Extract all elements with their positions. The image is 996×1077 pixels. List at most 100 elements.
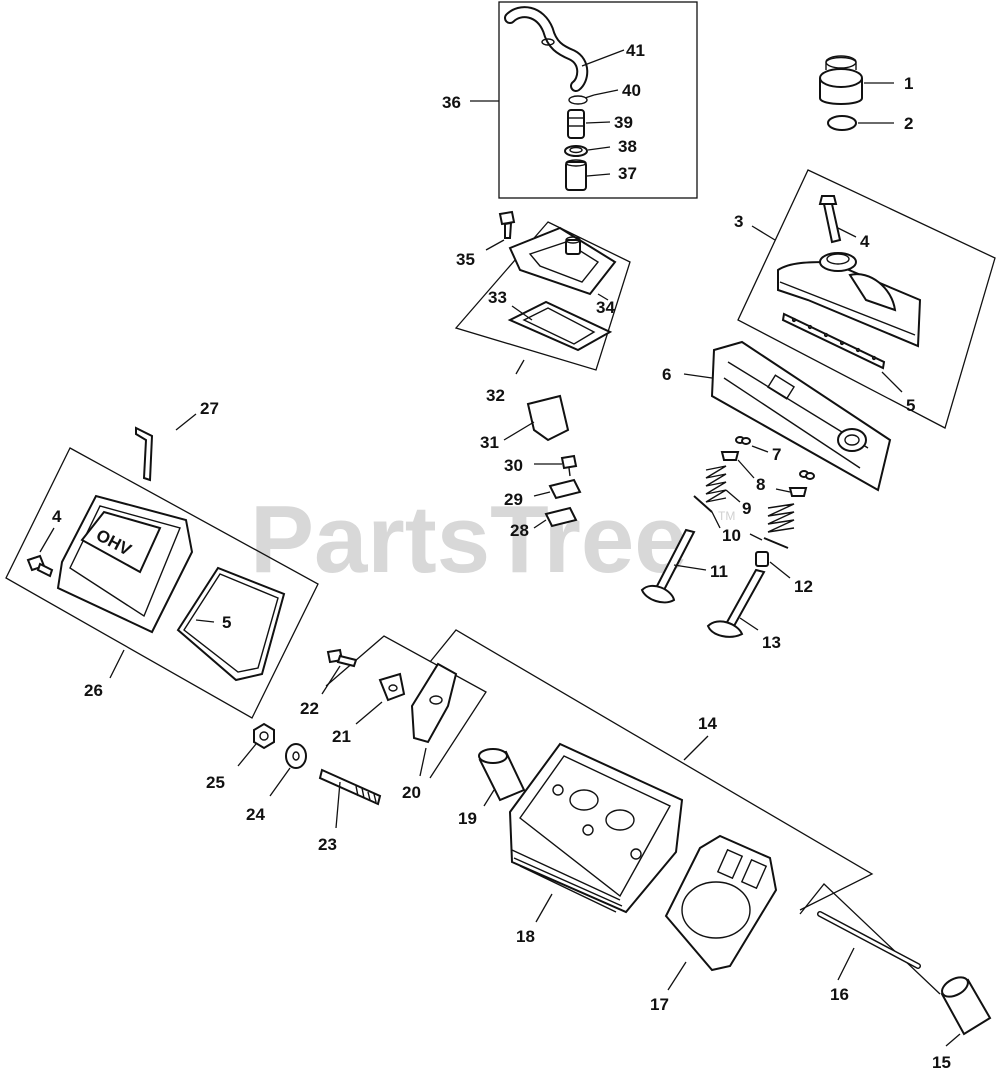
part-38-grommet[interactable] xyxy=(564,145,588,157)
callout-10[interactable]: 10 xyxy=(722,526,741,545)
callout-29[interactable]: 29 xyxy=(504,490,523,509)
part-16-push-rod[interactable] xyxy=(817,911,921,969)
part-10-valve-seals[interactable] xyxy=(693,495,789,549)
leader-4-top xyxy=(837,227,857,238)
callout-16[interactable]: 16 xyxy=(830,985,849,1004)
part-30-screw[interactable] xyxy=(560,454,578,477)
part-15-lifter[interactable] xyxy=(939,973,992,1036)
leader-32 xyxy=(515,359,525,375)
part-5-gasket-top[interactable] xyxy=(781,312,886,370)
callout-34[interactable]: 34 xyxy=(596,298,615,317)
part-41-breather-tube[interactable] xyxy=(504,6,589,92)
callout-4-top[interactable]: 4 xyxy=(860,232,870,251)
part-26-valve-cover[interactable]: OHV xyxy=(56,494,194,634)
part-6-rocker-housing[interactable] xyxy=(710,340,892,492)
callout-39[interactable]: 39 xyxy=(614,113,633,132)
callout-18[interactable]: 18 xyxy=(516,927,535,946)
leader-3 xyxy=(751,225,776,241)
callout-26[interactable]: 26 xyxy=(84,681,103,700)
part-4-screw-top[interactable] xyxy=(818,195,842,244)
callout-23[interactable]: 23 xyxy=(318,835,337,854)
leader-23 xyxy=(335,781,341,829)
part-8-spring-retainers[interactable] xyxy=(720,451,808,497)
part-25-nut[interactable] xyxy=(253,722,275,750)
part-3-breather-cover[interactable] xyxy=(777,252,922,348)
callout-24[interactable]: 24 xyxy=(246,805,265,824)
callout-5-top[interactable]: 5 xyxy=(906,396,915,415)
callout-8[interactable]: 8 xyxy=(756,475,765,494)
part-37-tube[interactable] xyxy=(565,159,587,191)
kit-box-20 xyxy=(325,635,487,779)
part-11-intake-valve[interactable] xyxy=(640,528,696,604)
part-34-breather-cover[interactable] xyxy=(508,226,617,296)
callout-14[interactable]: 14 xyxy=(698,714,717,733)
callout-5-left[interactable]: 5 xyxy=(222,613,231,632)
callout-22[interactable]: 22 xyxy=(300,699,319,718)
leader-16 xyxy=(837,947,855,981)
part-17-head-gasket[interactable] xyxy=(664,834,778,972)
callout-41[interactable]: 41 xyxy=(626,41,645,60)
part-9-valve-springs[interactable] xyxy=(705,465,795,533)
part-27-bracket[interactable] xyxy=(135,426,154,482)
part-29-retainer[interactable] xyxy=(548,478,582,500)
part-21-pivot[interactable] xyxy=(378,672,406,702)
callout-19[interactable]: 19 xyxy=(458,809,477,828)
leader-38 xyxy=(587,146,611,151)
callout-12[interactable]: 12 xyxy=(794,577,813,596)
part-12-valve-cap[interactable] xyxy=(755,551,769,567)
callout-36[interactable]: 36 xyxy=(442,93,461,112)
callout-17[interactable]: 17 xyxy=(650,995,669,1014)
callout-38[interactable]: 38 xyxy=(618,137,637,156)
part-31-reed-valve[interactable] xyxy=(526,394,570,442)
callout-3[interactable]: 3 xyxy=(734,212,743,231)
callout-9[interactable]: 9 xyxy=(742,499,751,518)
part-39-fitting[interactable] xyxy=(567,109,585,139)
part-7-valve-keepers[interactable] xyxy=(735,436,815,480)
leader-19 xyxy=(483,789,495,807)
leader-25 xyxy=(237,743,257,767)
leader-8a xyxy=(737,459,755,479)
part-2-o-ring[interactable] xyxy=(827,115,857,131)
leader-28 xyxy=(533,519,547,529)
part-1-oil-fill-cap[interactable] xyxy=(819,55,863,105)
callout-7[interactable]: 7 xyxy=(772,445,781,464)
callout-13[interactable]: 13 xyxy=(762,633,781,652)
callout-27[interactable]: 27 xyxy=(200,399,219,418)
callout-25[interactable]: 25 xyxy=(206,773,225,792)
part-24-washer[interactable] xyxy=(285,743,307,769)
part-28-reed[interactable] xyxy=(544,506,578,528)
part-40-clip[interactable] xyxy=(568,94,595,105)
part-5-gasket-left[interactable] xyxy=(176,566,286,682)
leader-13 xyxy=(739,617,759,631)
callout-28[interactable]: 28 xyxy=(510,521,529,540)
callout-20[interactable]: 20 xyxy=(402,783,421,802)
part-22-bolt[interactable] xyxy=(326,648,358,668)
leader-27 xyxy=(175,413,197,431)
part-13-exhaust-valve[interactable] xyxy=(706,568,766,638)
callout-6[interactable]: 6 xyxy=(662,365,671,384)
leader-37 xyxy=(586,173,611,177)
part-23-stud[interactable] xyxy=(318,768,382,806)
callout-1[interactable]: 1 xyxy=(904,74,913,93)
callout-30[interactable]: 30 xyxy=(504,456,523,475)
part-19-valve-guide[interactable] xyxy=(478,748,526,802)
leader-5-left xyxy=(195,619,215,623)
callout-4-left[interactable]: 4 xyxy=(52,507,62,526)
part-33-gasket[interactable] xyxy=(507,300,613,352)
callout-40[interactable]: 40 xyxy=(622,81,641,100)
callout-33[interactable]: 33 xyxy=(488,288,507,307)
callout-31[interactable]: 31 xyxy=(480,433,499,452)
part-35-bolt[interactable] xyxy=(498,210,516,239)
callout-11[interactable]: 11 xyxy=(710,562,728,581)
callout-15[interactable]: 15 xyxy=(932,1053,951,1072)
part-18-cylinder-head[interactable] xyxy=(508,742,684,914)
part-4-screw-left[interactable] xyxy=(26,554,54,578)
callout-32[interactable]: 32 xyxy=(486,386,505,405)
part-20-rocker-arm[interactable] xyxy=(410,662,458,744)
callout-35[interactable]: 35 xyxy=(456,250,475,269)
callout-21[interactable]: 21 xyxy=(332,727,351,746)
callout-37[interactable]: 37 xyxy=(618,164,637,183)
callout-2[interactable]: 2 xyxy=(904,114,913,133)
watermark-trademark: TM xyxy=(718,509,735,523)
